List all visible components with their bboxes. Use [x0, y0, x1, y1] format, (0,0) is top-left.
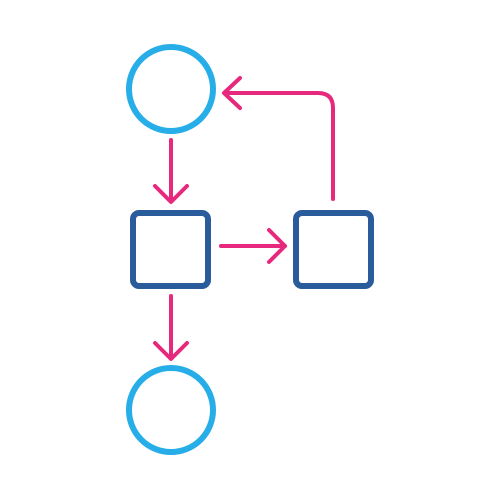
arrow-top-to-left-square [153, 138, 189, 204]
arrow-right-square-to-top [222, 76, 335, 201]
top-circle-node [126, 44, 216, 134]
arrow-left-to-right-square [219, 228, 287, 264]
left-square-node [130, 210, 211, 289]
bottom-circle-node [126, 365, 216, 455]
arrow-left-square-to-bottom [153, 294, 189, 361]
right-square-node [293, 210, 374, 289]
